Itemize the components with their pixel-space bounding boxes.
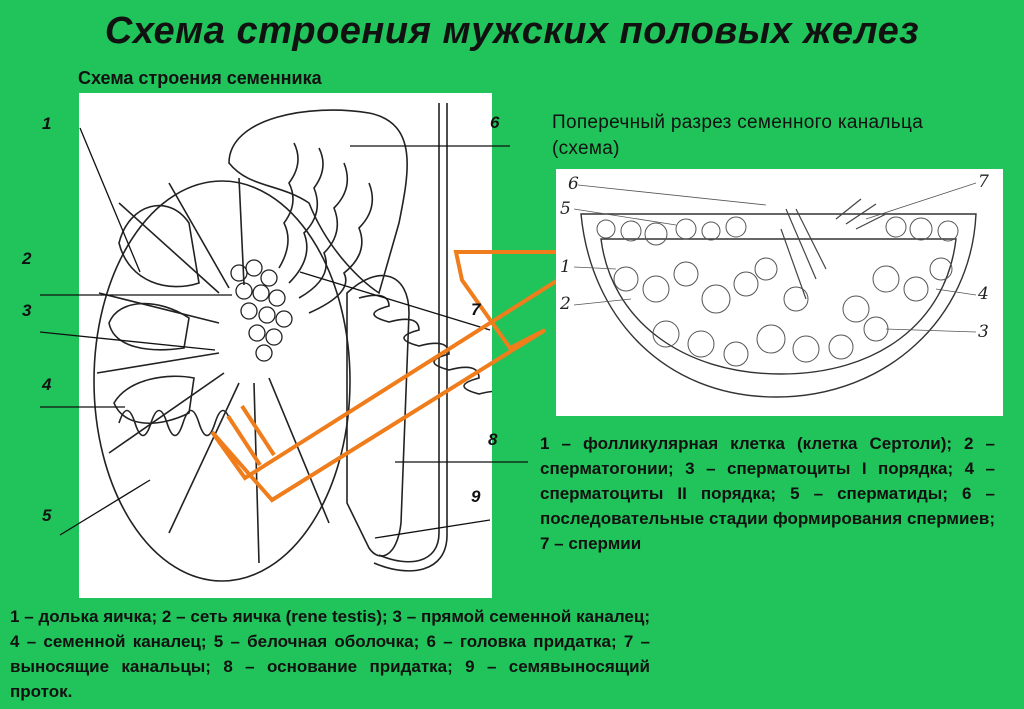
label-4: 4 xyxy=(42,375,52,394)
leader-line-5 xyxy=(59,479,151,536)
epididymis-head xyxy=(228,109,408,295)
tubule-label-6: 6 xyxy=(568,174,579,194)
vas-deferens xyxy=(378,103,440,563)
label-9: 9 xyxy=(471,487,481,506)
label-3: 3 xyxy=(22,301,32,320)
leader-line-7 xyxy=(299,271,491,331)
testis-diagram-panel xyxy=(79,93,492,598)
leader-line-3 xyxy=(39,331,216,351)
label-7: 7 xyxy=(471,300,481,319)
label-2: 2 xyxy=(22,249,32,268)
label-8: 8 xyxy=(488,430,498,449)
testis-outline xyxy=(93,180,351,582)
leader-line-1 xyxy=(79,127,141,273)
tubule-drawing: 6 5 1 2 7 4 3 xyxy=(559,172,989,398)
tubule-label-7: 7 xyxy=(978,172,989,192)
tubule-section-title: Поперечный разрез семенного канальца (сх… xyxy=(552,112,924,159)
tubule-outline xyxy=(580,213,977,398)
testis-diagram-title: Схема строения семенника xyxy=(78,68,322,88)
label-1: 1 xyxy=(42,114,52,133)
testis-drawing xyxy=(93,103,492,582)
tubule-legend: 1 – фолликулярная клетка (клетка Сертоли… xyxy=(540,434,995,553)
page-title: Схема строения мужских половых желез xyxy=(104,10,920,52)
orange-arrow xyxy=(210,250,568,503)
tubule-label-5: 5 xyxy=(560,199,571,219)
label-5: 5 xyxy=(42,506,52,525)
tubule-cross-section-panel: 6 5 1 2 7 4 3 xyxy=(556,169,1003,416)
tubule-label-3: 3 xyxy=(978,322,989,342)
label-6: 6 xyxy=(490,113,500,132)
leader-line-9 xyxy=(374,519,491,539)
tubule-label-2: 2 xyxy=(559,294,571,314)
testis-legend: 1 – долька яичка; 2 – сеть яичка (rene t… xyxy=(10,607,650,701)
tubule-label-1: 1 xyxy=(560,257,571,277)
tubule-label-4: 4 xyxy=(977,284,989,304)
